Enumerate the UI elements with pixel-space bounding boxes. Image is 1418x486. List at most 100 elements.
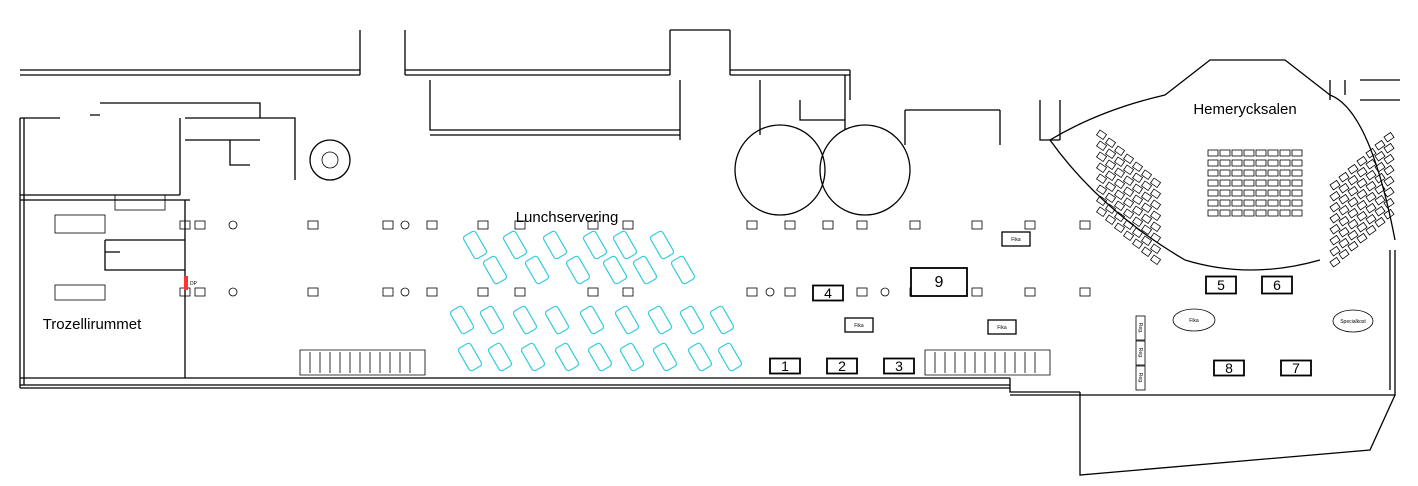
seat (1329, 245, 1341, 257)
seat (1114, 178, 1126, 190)
seat (1347, 196, 1359, 208)
seat (1347, 163, 1359, 175)
lunch-table (457, 342, 483, 372)
seat (1219, 199, 1231, 207)
seat (1374, 172, 1386, 184)
lunch-table (544, 305, 570, 335)
pillar (784, 287, 796, 297)
pillar (179, 220, 191, 230)
seat (1347, 240, 1359, 252)
seat (1207, 189, 1219, 197)
pillar (822, 220, 834, 230)
seat (1383, 197, 1395, 209)
seat (1255, 169, 1267, 177)
seat (1279, 199, 1291, 207)
lunch-table (482, 255, 508, 285)
lunch-table (717, 342, 743, 372)
seat (1114, 167, 1126, 179)
seat (1207, 179, 1219, 187)
pillar (622, 220, 634, 230)
seat (1347, 207, 1359, 219)
station-number: 1 (781, 358, 789, 374)
pillar (194, 287, 206, 297)
pillar (587, 287, 599, 297)
seat (1329, 179, 1341, 191)
seat (1123, 164, 1135, 176)
pillar (477, 220, 489, 230)
seat (1219, 179, 1231, 187)
pillar (426, 287, 438, 297)
fika-label: Fika (1011, 237, 1021, 243)
seat (1356, 155, 1368, 167)
seat (1291, 179, 1303, 187)
station-number: 8 (1225, 360, 1233, 376)
seat (1105, 159, 1117, 171)
station-number: 4 (824, 285, 832, 301)
reg-label: Reg. (1137, 373, 1143, 384)
pillar (307, 287, 319, 297)
seat (1279, 159, 1291, 167)
seat (1243, 169, 1255, 177)
lunch-table (612, 230, 638, 260)
pillar (514, 220, 526, 230)
seat (1255, 209, 1267, 217)
seat (1338, 226, 1350, 238)
lunch-table (649, 230, 675, 260)
seat (1356, 166, 1368, 178)
seat (1267, 149, 1279, 157)
column (400, 287, 410, 297)
seat (1219, 189, 1231, 197)
seat (1207, 199, 1219, 207)
seat (1219, 169, 1231, 177)
seat (1338, 171, 1350, 183)
seat (1105, 137, 1117, 149)
seat (1096, 129, 1108, 141)
column (228, 220, 238, 230)
station-box-8 (1213, 359, 1245, 377)
seat (1347, 174, 1359, 186)
seat (1132, 183, 1144, 195)
seat (1105, 192, 1117, 204)
seat (1365, 202, 1377, 214)
lunch-table (619, 342, 645, 372)
seat (1338, 215, 1350, 227)
seat (1365, 169, 1377, 181)
seat (1114, 211, 1126, 223)
pillar (1079, 220, 1091, 230)
seat (1132, 172, 1144, 184)
seat (1141, 202, 1153, 214)
lunch-table (520, 342, 546, 372)
seat (1123, 175, 1135, 187)
lunch-table (487, 342, 513, 372)
seat (1123, 186, 1135, 198)
lunch-table (632, 255, 658, 285)
pillar (1024, 287, 1036, 297)
seat (1207, 159, 1219, 167)
seat (1105, 214, 1117, 226)
pillar (426, 220, 438, 230)
seat (1096, 173, 1108, 185)
seat (1279, 149, 1291, 157)
seat (1279, 209, 1291, 217)
seat (1207, 149, 1219, 157)
seat (1132, 161, 1144, 173)
seat (1255, 149, 1267, 157)
fika-label: Fika (854, 323, 864, 329)
seat (1365, 191, 1377, 203)
seat (1141, 213, 1153, 225)
lunch-table (709, 305, 735, 335)
seat (1267, 189, 1279, 197)
seat (1356, 199, 1368, 211)
seat (1338, 248, 1350, 260)
seat (1356, 221, 1368, 233)
seat (1291, 199, 1303, 207)
fika-label: Fika (1189, 318, 1199, 324)
seat (1096, 184, 1108, 196)
seat (1291, 149, 1303, 157)
seat (1132, 227, 1144, 239)
seat (1243, 199, 1255, 207)
seat (1105, 148, 1117, 160)
seat (1383, 208, 1395, 220)
seat (1150, 221, 1162, 233)
pillar (477, 287, 489, 297)
